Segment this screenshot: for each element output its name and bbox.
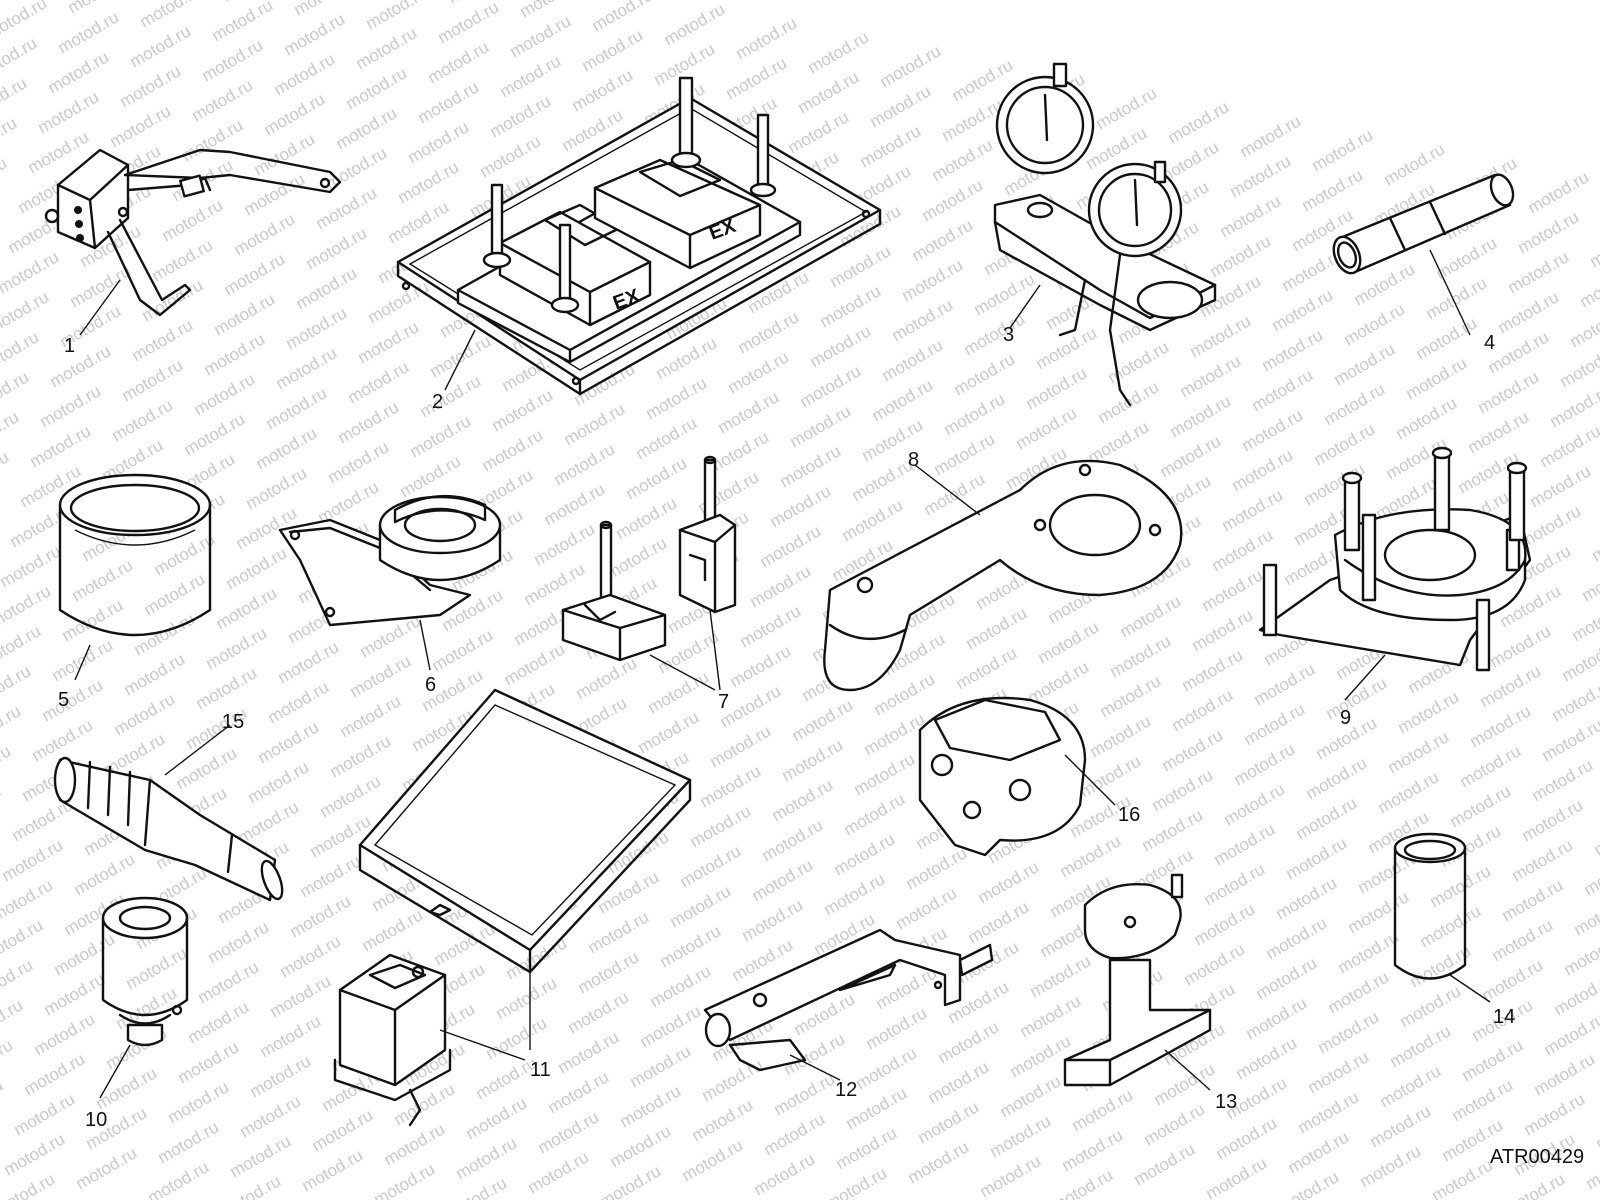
tool-9	[1258, 446, 1532, 672]
tool-1	[44, 148, 342, 317]
callout-11: 11	[530, 1059, 551, 1081]
tool-8	[823, 459, 1183, 692]
callout-2: 2	[432, 391, 444, 413]
callout-1: 1	[64, 335, 76, 357]
tool-15	[53, 756, 284, 902]
callout-10: 10	[85, 1109, 108, 1131]
callout-14: 14	[1493, 1006, 1516, 1028]
callout-8: 8	[908, 449, 920, 471]
tool-4	[1332, 173, 1515, 275]
tool-11	[333, 688, 692, 1127]
tool-2: EX EX	[396, 76, 882, 396]
callout-4: 4	[1484, 332, 1496, 354]
tool-10	[101, 896, 189, 1047]
tool-3	[993, 62, 1217, 407]
callout-9: 9	[1340, 707, 1352, 729]
tool-12	[703, 928, 994, 1072]
callout-7: 7	[718, 691, 730, 713]
tool-6	[278, 495, 502, 627]
tool-7	[561, 455, 737, 662]
drawing-code: ATR00429	[1490, 1146, 1585, 1168]
tool-14	[1393, 832, 1467, 980]
callout-6: 6	[425, 674, 437, 696]
leader-lines	[74, 249, 1491, 1099]
callout-16: 16	[1118, 804, 1141, 826]
tool-16	[918, 696, 1087, 857]
callout-12: 12	[835, 1079, 858, 1101]
callout-13: 13	[1215, 1091, 1238, 1113]
callout-3: 3	[1003, 324, 1015, 346]
tool-5	[58, 473, 212, 637]
callout-15: 15	[222, 711, 245, 733]
tool-13	[1063, 873, 1212, 1087]
callout-5: 5	[58, 689, 70, 711]
